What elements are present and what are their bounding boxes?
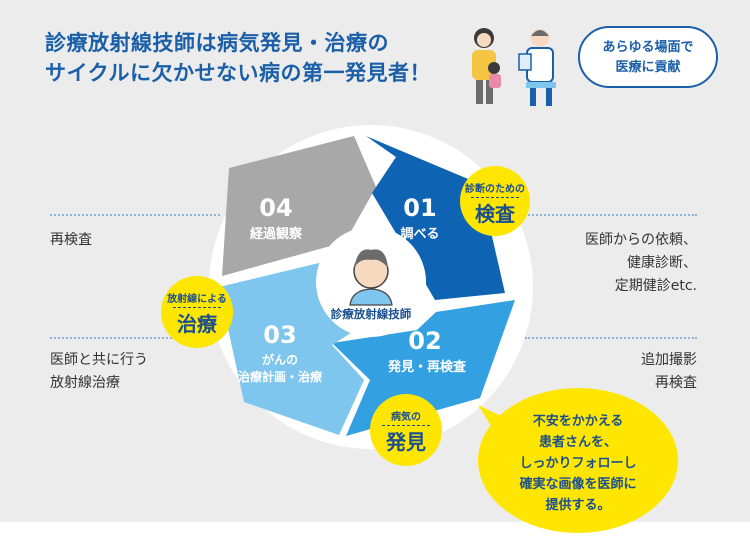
bubble-line-1: 不安をかかえる	[532, 414, 624, 429]
side-bottom-left-2: 放射線治療	[50, 375, 120, 391]
side-top-right-3: 定期健診etc.	[614, 278, 697, 294]
badge-chiryo-big: 治療	[177, 312, 217, 336]
technologist-icon	[349, 249, 393, 306]
divider-top-left	[50, 214, 220, 216]
segment-01-number: 01	[403, 194, 436, 222]
badge-hakken-small: 病気の	[391, 412, 421, 423]
segment-04-label: 経過観察	[250, 226, 303, 242]
side-top-left: 再検査	[50, 232, 92, 248]
center-label: 診療放射線技師	[331, 307, 412, 321]
segment-03-label-1: がんの	[262, 352, 298, 367]
badge-kensa-small: 診断のための	[465, 184, 525, 195]
side-bottom-left-1: 医師と共に行う	[50, 352, 148, 368]
bubble-line-4: 確実な画像を医師に	[519, 477, 637, 492]
segment-01	[366, 136, 505, 300]
badge-kensa-big: 検査	[475, 202, 515, 226]
bubble-line-2: 患者さんを、	[538, 435, 617, 450]
segment-02	[332, 300, 515, 436]
text-radiation-therapy: 医師と共に行う 放射線治療	[50, 349, 148, 395]
text-doctor-request: 医師からの依頼、 健康診断、 定期健診etc.	[585, 229, 697, 298]
badge-kensa-divider	[471, 197, 519, 198]
badge-hakken-big: 発見	[386, 430, 426, 454]
segment-01-label: 調べる	[400, 226, 439, 242]
badge-chiryo-small: 放射線による	[167, 294, 227, 305]
segment-03-number: 03	[263, 321, 296, 349]
title-line-2: サイクルに欠かせない病の第一発見者！	[45, 61, 431, 85]
speech-bubble: 不安をかかえる 患者さんを、 しっかりフォローし 確実な画像を医師に 提供する。	[478, 388, 678, 533]
bubble-line-3: しっかりフォローし	[519, 456, 637, 471]
page-title: 診療放射線技師は病気発見・治療の サイクルに欠かせない病の第一発見者！	[45, 28, 431, 88]
side-top-right-2: 健康診断、	[627, 255, 697, 271]
tagline-line-1: あらゆる場面で	[602, 40, 694, 55]
segment-02-label: 発見・再検査	[387, 359, 467, 375]
text-retest-left: 再検査	[50, 229, 92, 252]
side-bottom-right-2: 再検査	[655, 375, 697, 391]
tagline-badge: あらゆる場面で 医療に貢献	[578, 26, 718, 88]
divider-bottom-left	[50, 337, 220, 339]
title-line-1: 診療放射線技師は病気発見・治療の	[45, 31, 389, 55]
bubble-line-5: 提供する。	[545, 498, 611, 513]
badge-chiryo-divider	[173, 307, 221, 308]
text-additional-imaging: 追加撮影 再検査	[641, 349, 697, 395]
divider-bottom-right	[525, 337, 697, 339]
segment-03-label-2: 治療計画・治療	[238, 369, 322, 384]
tagline-line-2: 医療に貢献	[615, 60, 681, 75]
badge-hakken: 病気の 発見	[370, 394, 442, 466]
divider-top-right	[525, 214, 697, 216]
segment-02-number: 02	[408, 327, 441, 355]
side-bottom-right-1: 追加撮影	[641, 352, 697, 368]
side-top-right-1: 医師からの依頼、	[585, 232, 697, 248]
badge-kensa: 診断のための 検査	[460, 166, 530, 236]
badge-hakken-divider	[382, 425, 430, 426]
badge-chiryo: 放射線による 治療	[161, 276, 233, 348]
segment-04-number: 04	[259, 194, 292, 222]
people-illustration	[472, 28, 556, 106]
